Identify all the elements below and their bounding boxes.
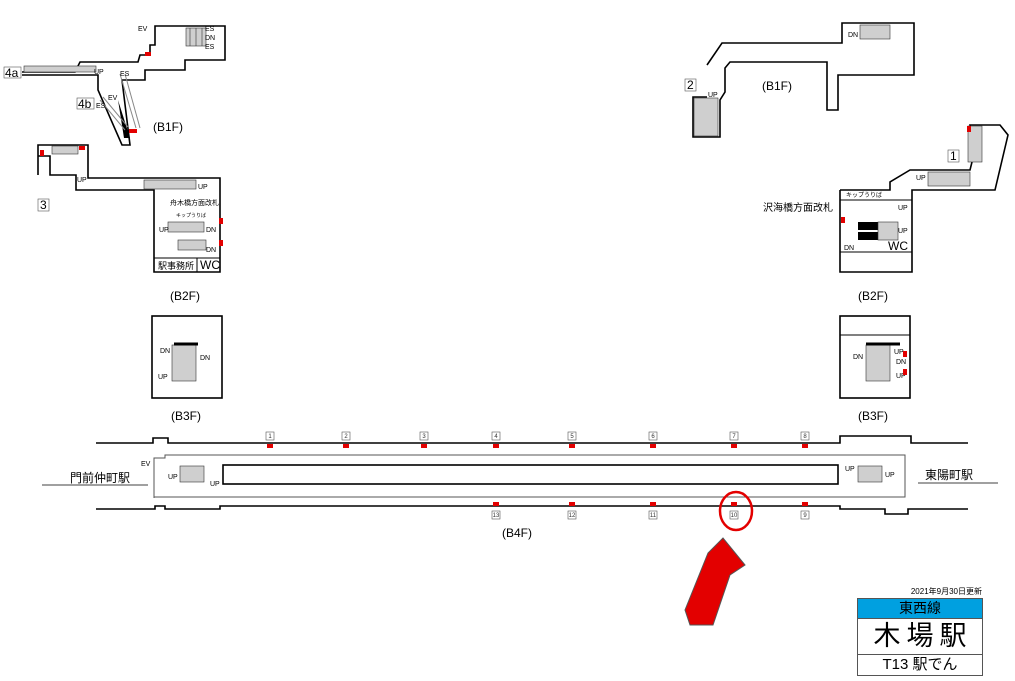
car-position-marker: 13 — [491, 502, 501, 520]
ev-label: EV — [138, 26, 148, 33]
marker-number: 3 — [422, 434, 426, 440]
car-position-marker: 4 — [491, 431, 501, 448]
up-label: UP — [158, 374, 168, 381]
marker-number: 2 — [344, 434, 348, 440]
b2f-west-concourse — [37, 144, 221, 273]
dn-label: DN — [205, 35, 215, 42]
marker-number: 4 — [494, 434, 498, 440]
bottom-markers: 13 12 11 10 9 — [491, 502, 810, 520]
pointer-arrow-icon — [684, 537, 746, 626]
car-position-marker: 7 — [729, 431, 739, 448]
exit-1: 1 — [950, 149, 957, 163]
marker-number: 1 — [268, 434, 272, 440]
exit-4a: 4a — [5, 66, 19, 80]
up-label: UP — [159, 227, 169, 234]
up-label: UP — [198, 184, 208, 191]
car-position-marker: 3 — [419, 431, 429, 448]
dn-label: DN — [848, 32, 858, 39]
up-label: UP — [894, 349, 904, 356]
marker-number: 12 — [569, 513, 576, 519]
ev-label: EV — [141, 461, 151, 468]
floor-label-b1f: (B1F) — [762, 79, 792, 93]
marker-number: 6 — [651, 434, 655, 440]
dn-label: DN — [206, 247, 216, 254]
car-position-marker: 5 — [567, 431, 577, 448]
es-label: ES — [205, 26, 215, 33]
b2f-east-concourse — [839, 124, 1009, 273]
floor-label-b1f: (B1F) — [153, 120, 183, 134]
floor-label-b4f: (B4F) — [502, 526, 532, 540]
gate-sawaumi: 沢海橋方面改札 — [763, 201, 833, 214]
b4f-platform — [96, 435, 968, 515]
station-code: T13 駅でん — [882, 656, 958, 673]
up-label: UP — [898, 205, 908, 212]
es-label: ES — [96, 103, 106, 110]
line-name: 東西線 — [858, 599, 982, 619]
up-label: UP — [210, 481, 220, 488]
car-position-marker: 1 — [265, 431, 275, 448]
up-label: UP — [708, 92, 718, 99]
exit-4b: 4b — [78, 97, 92, 111]
up-label: UP — [845, 466, 855, 473]
highlight-circle — [718, 490, 754, 532]
up-label: UP — [168, 474, 178, 481]
wc-label: WC — [888, 239, 908, 253]
marker-number: 5 — [570, 434, 574, 440]
dn-label: DN — [896, 359, 906, 366]
floor-label-b3f: (B3F) — [171, 409, 201, 423]
exit-2: 2 — [687, 78, 694, 92]
top-markers: 1 2 3 4 5 6 7 8 — [265, 431, 810, 448]
ticket-counter: キップうりば — [846, 191, 882, 199]
car-position-marker: 11 — [648, 502, 658, 520]
marker-number: 7 — [732, 434, 736, 440]
dn-label: DN — [853, 354, 863, 361]
car-position-marker: 6 — [648, 431, 658, 448]
floor-label-b3f: (B3F) — [858, 409, 888, 423]
up-label: UP — [896, 373, 906, 380]
ev-label: EV — [108, 95, 118, 102]
station-office: 駅事務所 — [158, 260, 194, 271]
marker-number: 10 — [731, 513, 738, 519]
floor-label-b2f: (B2F) — [858, 289, 888, 303]
marker-number: 8 — [803, 434, 807, 440]
dn-label: DN — [200, 355, 210, 362]
station-legend: 2021年9月30日更新 東西線 木場駅 T13 駅でん — [857, 587, 983, 676]
up-label: UP — [77, 177, 87, 184]
next-station-label: 東陽町駅 — [925, 468, 973, 482]
car-position-marker: 2 — [341, 431, 351, 448]
prev-station-label: 門前仲町駅 — [70, 470, 130, 485]
exit-3: 3 — [40, 198, 47, 212]
floor-label-b2f: (B2F) — [170, 289, 200, 303]
es-label: ES — [120, 71, 130, 78]
marker-number: 9 — [803, 513, 807, 519]
dn-label: DN — [206, 227, 216, 234]
up-label: UP — [94, 69, 104, 76]
station-name: 木場駅 — [858, 619, 982, 655]
car-position-marker: 12 — [567, 502, 577, 520]
dn-label: DN — [844, 245, 854, 252]
dn-label: DN — [160, 348, 170, 355]
b1f-west-concourse — [22, 25, 226, 146]
ticket-counter: キップうりば — [176, 212, 206, 219]
car-position-marker: 9 — [800, 502, 810, 520]
updated-date: 2021年9月30日更新 — [910, 587, 982, 596]
up-label: UP — [898, 228, 908, 235]
marker-number: 13 — [493, 513, 500, 519]
wc-label: WC — [200, 258, 220, 272]
up-label: UP — [916, 175, 926, 182]
car-position-marker: 8 — [800, 431, 810, 448]
car-position-marker: 10 — [729, 502, 739, 520]
marker-number: 11 — [650, 513, 657, 519]
es-label: ES — [205, 44, 215, 51]
up-label: UP — [885, 472, 895, 479]
gate-funabori: 舟木橋方面改札 — [170, 198, 219, 207]
b1f-east-concourse — [692, 22, 915, 138]
